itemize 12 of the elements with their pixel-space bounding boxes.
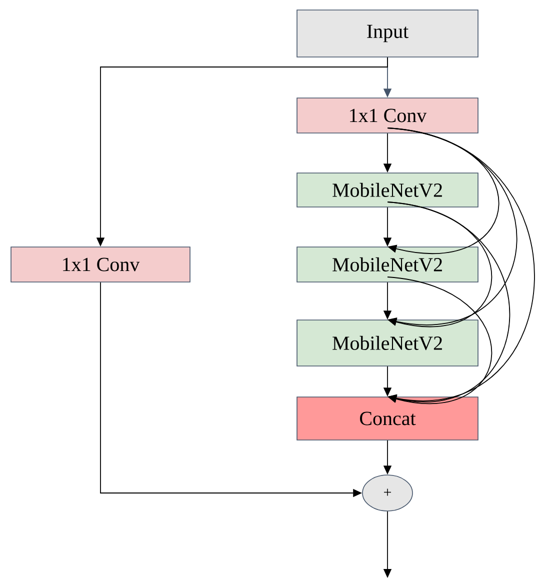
input-box: Input: [296, 10, 478, 58]
conv-box: 1x1 Conv: [296, 98, 478, 134]
arrow: [387, 202, 510, 403]
block-box: MobileNetV2: [296, 246, 478, 282]
block-box: MobileNetV2: [296, 172, 478, 208]
arrow: [387, 202, 492, 328]
conv-box: 1x1 Conv: [10, 246, 190, 282]
arrow: [387, 128, 535, 402]
arrow: [387, 276, 492, 404]
arrow: [387, 128, 500, 254]
block-box: MobileNetV2: [296, 320, 478, 366]
concat-box: Concat: [296, 396, 478, 440]
